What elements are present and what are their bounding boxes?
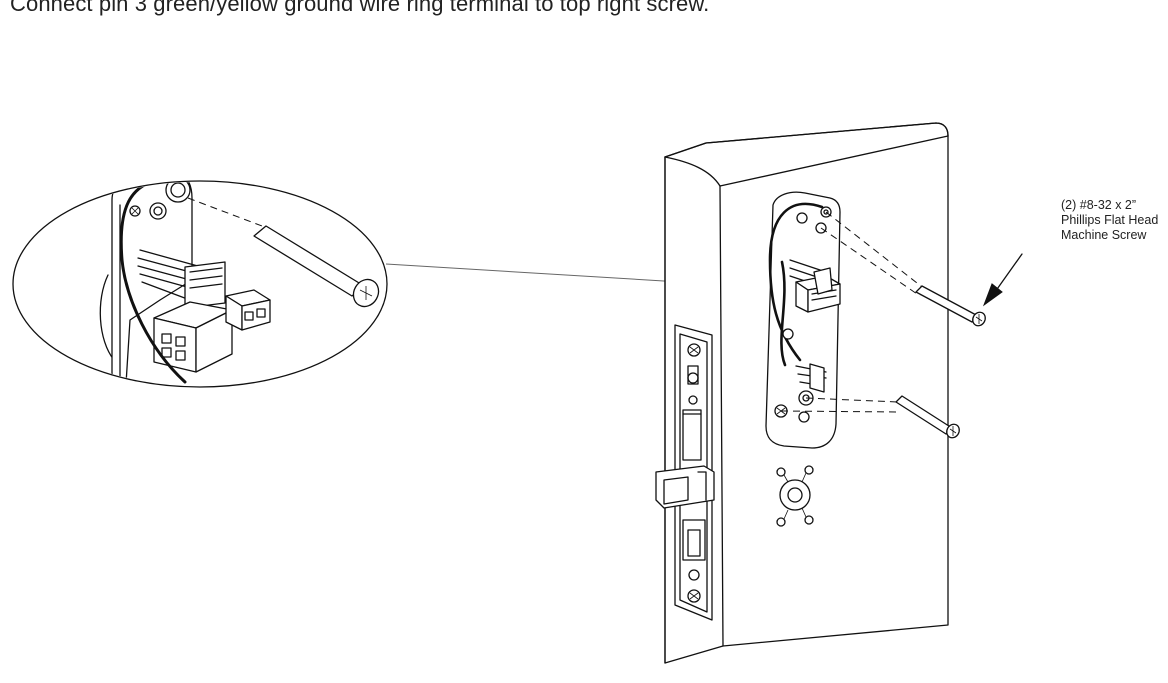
callout-arrow [982,253,1023,307]
detail-view [12,180,388,388]
lock-body [655,122,949,664]
instruction-text: Connect pin 3 green/yellow ground wire r… [10,0,710,16]
machine-screw-lower [895,395,960,439]
screw-callout-label: (2) #8-32 x 2” Phillips Flat Head Machin… [1061,198,1165,243]
callout-line-1: (2) #8-32 x 2” [1061,198,1137,212]
callout-line-2: Phillips Flat Head [1061,213,1159,227]
machine-screw-upper [915,285,986,327]
callout-line-3: Machine Screw [1061,228,1147,242]
